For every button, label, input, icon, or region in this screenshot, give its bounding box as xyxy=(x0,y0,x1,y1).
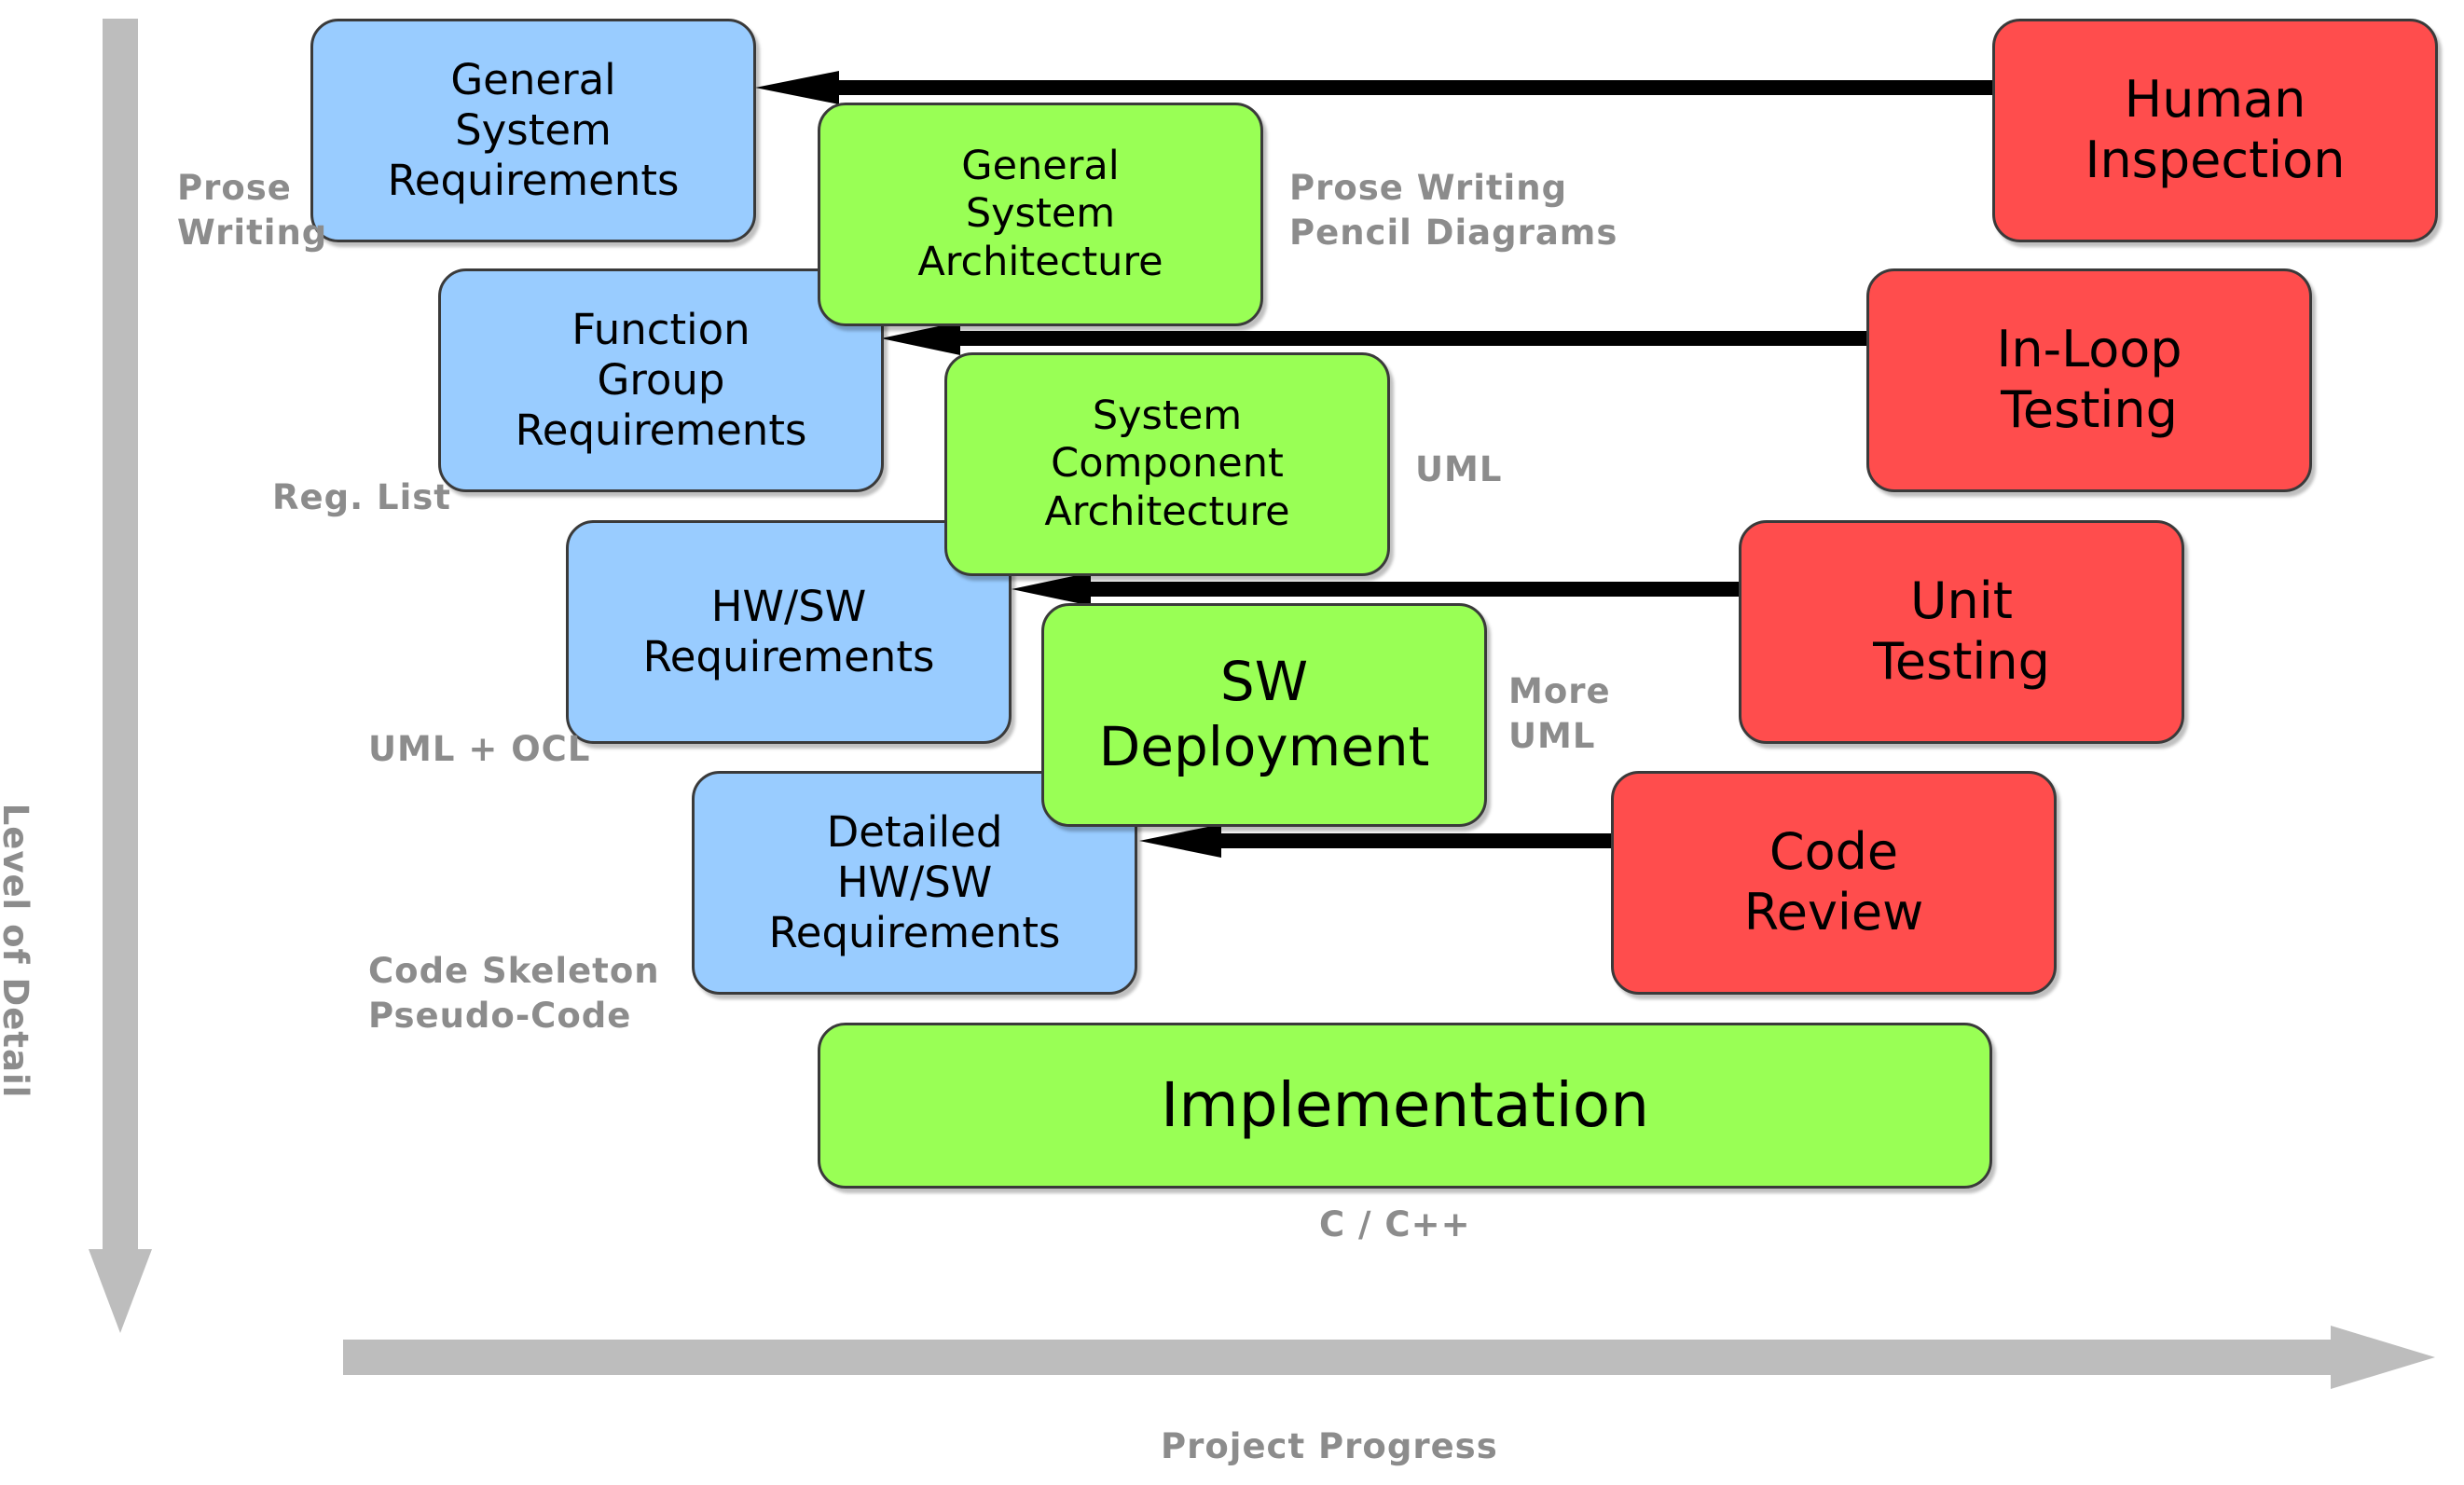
general-system-architecture-box: General System Architecture xyxy=(818,103,1263,326)
y-axis-arrow xyxy=(89,19,152,1333)
general-system-requirements-box: General System Requirements xyxy=(310,19,756,242)
y-axis-label: Level of Detail xyxy=(0,803,35,1099)
implementation-box: Implementation xyxy=(818,1023,1992,1189)
arrow-code-review xyxy=(1139,824,1617,858)
note-uml: UML xyxy=(1415,449,1503,489)
in-loop-testing-label: In-Loop Testing xyxy=(1996,320,2182,439)
implementation-label: Implementation xyxy=(1160,1069,1650,1142)
function-group-requirements-label: Function Group Requirements xyxy=(515,305,807,455)
x-axis-label: Project Progress xyxy=(1161,1426,1498,1466)
unit-testing-label: Unit Testing xyxy=(1873,571,2050,691)
human-inspection-box: Human Inspection xyxy=(1992,19,2438,242)
sw-deployment-box: SW Deployment xyxy=(1041,603,1487,827)
note-c-cpp: C / C++ xyxy=(1319,1204,1471,1244)
note-code-skeleton-pseudo-code: Code Skeleton Pseudo-Code xyxy=(368,951,660,1037)
general-system-requirements-label: General System Requirements xyxy=(387,55,680,205)
function-group-requirements-box: Function Group Requirements xyxy=(438,268,884,492)
system-component-architecture-box: System Component Architecture xyxy=(944,352,1390,576)
unit-testing-box: Unit Testing xyxy=(1739,520,2184,744)
human-inspection-label: Human Inspection xyxy=(2085,70,2346,189)
arrow-in-loop-testing xyxy=(881,322,1869,355)
code-review-box: Code Review xyxy=(1611,771,2057,995)
note-prose-writing: Prose Writing xyxy=(177,168,328,254)
hw-sw-requirements-box: HW/SW Requirements xyxy=(566,520,1012,744)
x-axis-arrow xyxy=(343,1326,2435,1389)
note-prose-pencil-diagrams: Prose Writing Pencil Diagrams xyxy=(1289,168,1618,254)
detailed-hw-sw-requirements-label: Detailed HW/SW Requirements xyxy=(768,807,1061,957)
in-loop-testing-box: In-Loop Testing xyxy=(1866,268,2312,492)
note-req-list: Reg. List xyxy=(272,477,451,517)
arrow-unit-testing xyxy=(1012,572,1743,606)
hw-sw-requirements-label: HW/SW Requirements xyxy=(642,582,935,681)
system-component-architecture-label: System Component Architecture xyxy=(1044,392,1290,535)
note-uml-ocl: UML + OCL xyxy=(368,729,591,769)
arrow-human-inspection xyxy=(755,71,1995,104)
sw-deployment-label: SW Deployment xyxy=(1098,650,1430,778)
code-review-label: Code Review xyxy=(1743,822,1924,942)
note-more-uml: More UML xyxy=(1508,671,1611,757)
general-system-architecture-label: General System Architecture xyxy=(917,142,1163,285)
